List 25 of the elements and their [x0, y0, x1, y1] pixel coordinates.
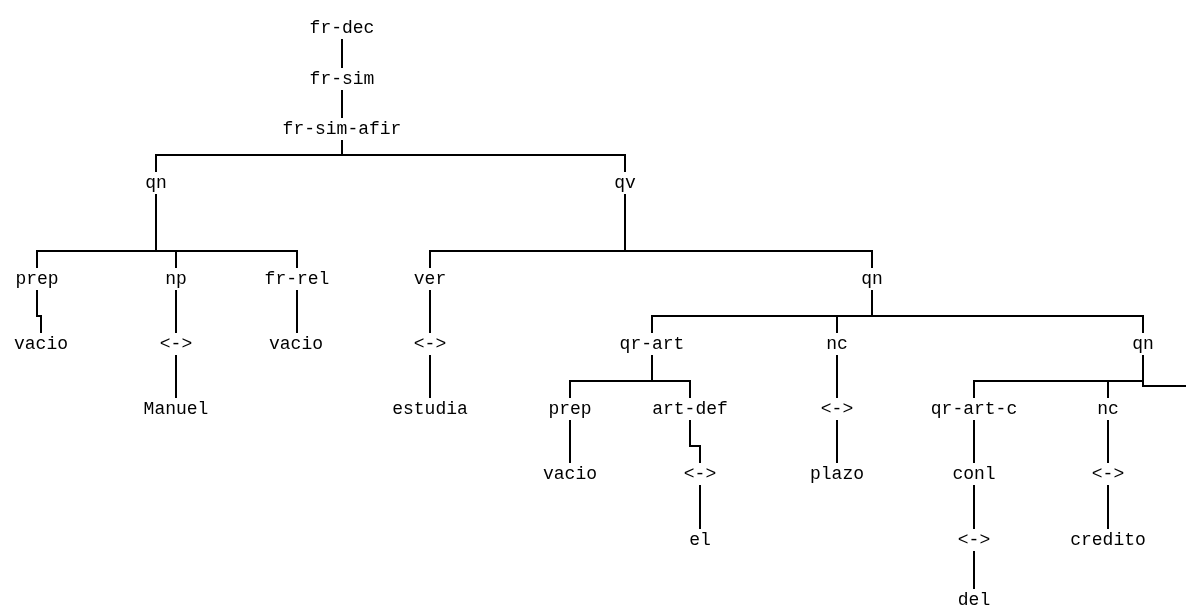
tree-branch-line — [651, 354, 691, 399]
tree-branch-line — [699, 484, 701, 530]
tree-branch-line — [429, 354, 431, 399]
tree-branch-line — [569, 419, 571, 464]
tree-node-label: plazo — [809, 463, 865, 485]
tree-branch-line — [175, 354, 177, 399]
tree-branch-line — [836, 354, 838, 399]
tree-branch-line — [429, 289, 431, 334]
tree-branch-line — [296, 289, 298, 334]
tree-branch-line — [341, 139, 626, 173]
tree-branch-line — [341, 38, 343, 69]
tree-branch-line — [175, 289, 177, 334]
tree-branch-line — [973, 419, 975, 464]
tree-branch-line — [1107, 484, 1109, 530]
tree-branch-line — [1142, 354, 1186, 387]
tree-branch-line — [836, 419, 838, 464]
tree-branch-line — [689, 419, 701, 464]
tree-branch-line — [973, 484, 975, 530]
tree-branch-line — [624, 193, 873, 269]
tree-branch-line — [341, 89, 343, 119]
tree-branch-line — [36, 289, 42, 334]
tree-branch-line — [1107, 419, 1109, 464]
tree-branch-line — [871, 289, 1144, 334]
tree-branch-line — [973, 550, 975, 590]
tree-branch-line — [155, 193, 298, 269]
